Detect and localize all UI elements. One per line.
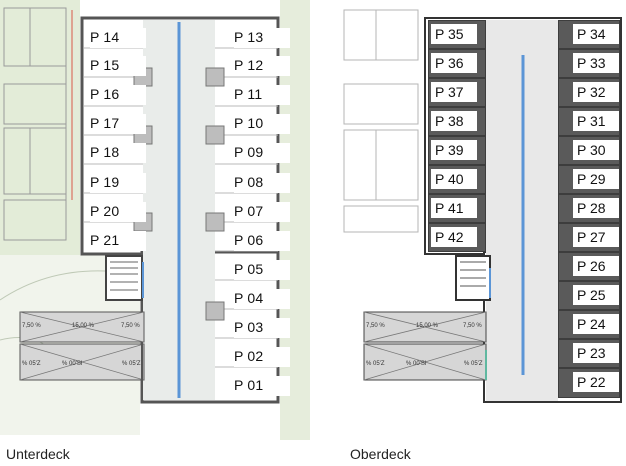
parking-spot: P 23	[558, 339, 620, 368]
parking-spot-label: P 36	[431, 53, 477, 73]
parking-spot-label: P 12	[234, 56, 290, 76]
parking-spot-label: P 14	[90, 28, 146, 48]
parking-spot-label: P 01	[234, 376, 290, 396]
parking-spot: P 31	[558, 107, 620, 136]
parking-spot: P 39	[428, 136, 486, 165]
parking-spot-label: P 20	[90, 202, 146, 222]
parking-spot-label: P 41	[431, 198, 477, 218]
ramp-slope-label: % 05'Z	[122, 361, 141, 367]
ramp-slope-label: 7,50 %	[22, 323, 41, 329]
parking-spot: P 26	[558, 252, 620, 281]
parking-spot: P 35	[428, 20, 486, 49]
parking-spot-label: P 11	[234, 85, 290, 105]
parking-spot-label: P 34	[573, 24, 619, 44]
upper-deck-caption: Oberdeck	[350, 446, 411, 462]
ramp-slope-label: % 05'Z	[366, 361, 385, 367]
parking-spot: P 25	[558, 281, 620, 310]
parking-spot-label: P 26	[573, 256, 619, 276]
parking-spot-label: P 25	[573, 285, 619, 305]
parking-spot: P 29	[558, 165, 620, 194]
parking-spot: P 22	[558, 368, 620, 398]
parking-spot-label: P 22	[573, 372, 619, 392]
parking-spot: P 27	[558, 223, 620, 252]
parking-spot-label: P 21	[90, 231, 146, 251]
parking-spot-label: P 23	[573, 343, 619, 363]
parking-spot: P 32	[558, 78, 620, 107]
parking-spot-label: P 24	[573, 314, 619, 334]
ramp-slope-label: 15,00 %	[72, 323, 95, 329]
ramp-slope-label: % 00'SI	[406, 361, 427, 367]
parking-spot-label: P 32	[573, 82, 619, 102]
parking-spot-label: P 03	[234, 318, 290, 338]
parking-spot: P 30	[558, 136, 620, 165]
lower-deck-plan: 7,50 % 15,00 % 7,50 % % 05'Z % 00'SI % 0…	[0, 0, 310, 462]
ramp-slope-label: 7,50 %	[121, 323, 140, 329]
parking-spot-label: P 08	[234, 173, 290, 193]
ramp-slope-label: % 00'SI	[62, 361, 83, 367]
parking-spot: P 38	[428, 107, 486, 136]
parking-spot: P 40	[428, 165, 486, 194]
parking-spot-label: P 06	[234, 231, 290, 251]
parking-spot: P 41	[428, 194, 486, 223]
parking-spot-label: P 42	[431, 227, 477, 247]
parking-spot-label: P 05	[234, 260, 290, 280]
parking-spot-label: P 19	[90, 173, 146, 193]
ramp-slope-label: 7,50 %	[463, 323, 482, 329]
parking-spot-label: P 38	[431, 111, 477, 131]
parking-spot-label: P 37	[431, 82, 477, 102]
parking-spot: P 34	[558, 20, 620, 49]
parking-spot-label: P 39	[431, 140, 477, 160]
parking-spot-label: P 40	[431, 169, 477, 189]
parking-spot-label: P 13	[234, 28, 290, 48]
parking-spot-label: P 35	[431, 24, 477, 44]
parking-spot-label: P 27	[573, 227, 619, 247]
parking-spot: P 28	[558, 194, 620, 223]
parking-spot-label: P 04	[234, 289, 290, 309]
parking-spot-label: P 29	[573, 169, 619, 189]
upper-deck-plan: 7,50 % 15,00 % 7,50 % % 05'Z % 00'SI % 0…	[336, 0, 626, 462]
parking-spot-label: P 17	[90, 114, 146, 134]
parking-spot-label: P 09	[234, 143, 290, 163]
parking-spot-label: P 07	[234, 202, 290, 222]
ramp-slope-label: 15,00 %	[416, 323, 439, 329]
parking-spot-label: P 33	[573, 53, 619, 73]
parking-spot-label: P 28	[573, 198, 619, 218]
parking-spot-label: P 15	[90, 56, 146, 76]
parking-spot-label: P 18	[90, 143, 146, 163]
parking-spot: P 24	[558, 310, 620, 339]
parking-spot-label: P 10	[234, 114, 290, 134]
parking-spot: P 37	[428, 78, 486, 107]
parking-spot-label: P 02	[234, 347, 290, 367]
parking-spot-label: P 31	[573, 111, 619, 131]
ramp-slope-label: % 05'Z	[22, 361, 41, 367]
lower-deck-caption: Unterdeck	[6, 446, 70, 462]
ramp-slope-label: 7,50 %	[366, 323, 385, 329]
parking-spot-label: P 16	[90, 85, 146, 105]
parking-spot: P 36	[428, 49, 486, 78]
ramp-slope-label: % 05'Z	[464, 361, 483, 367]
parking-spot: P 33	[558, 49, 620, 78]
parking-spot-label: P 30	[573, 140, 619, 160]
parking-spot: P 42	[428, 223, 486, 252]
